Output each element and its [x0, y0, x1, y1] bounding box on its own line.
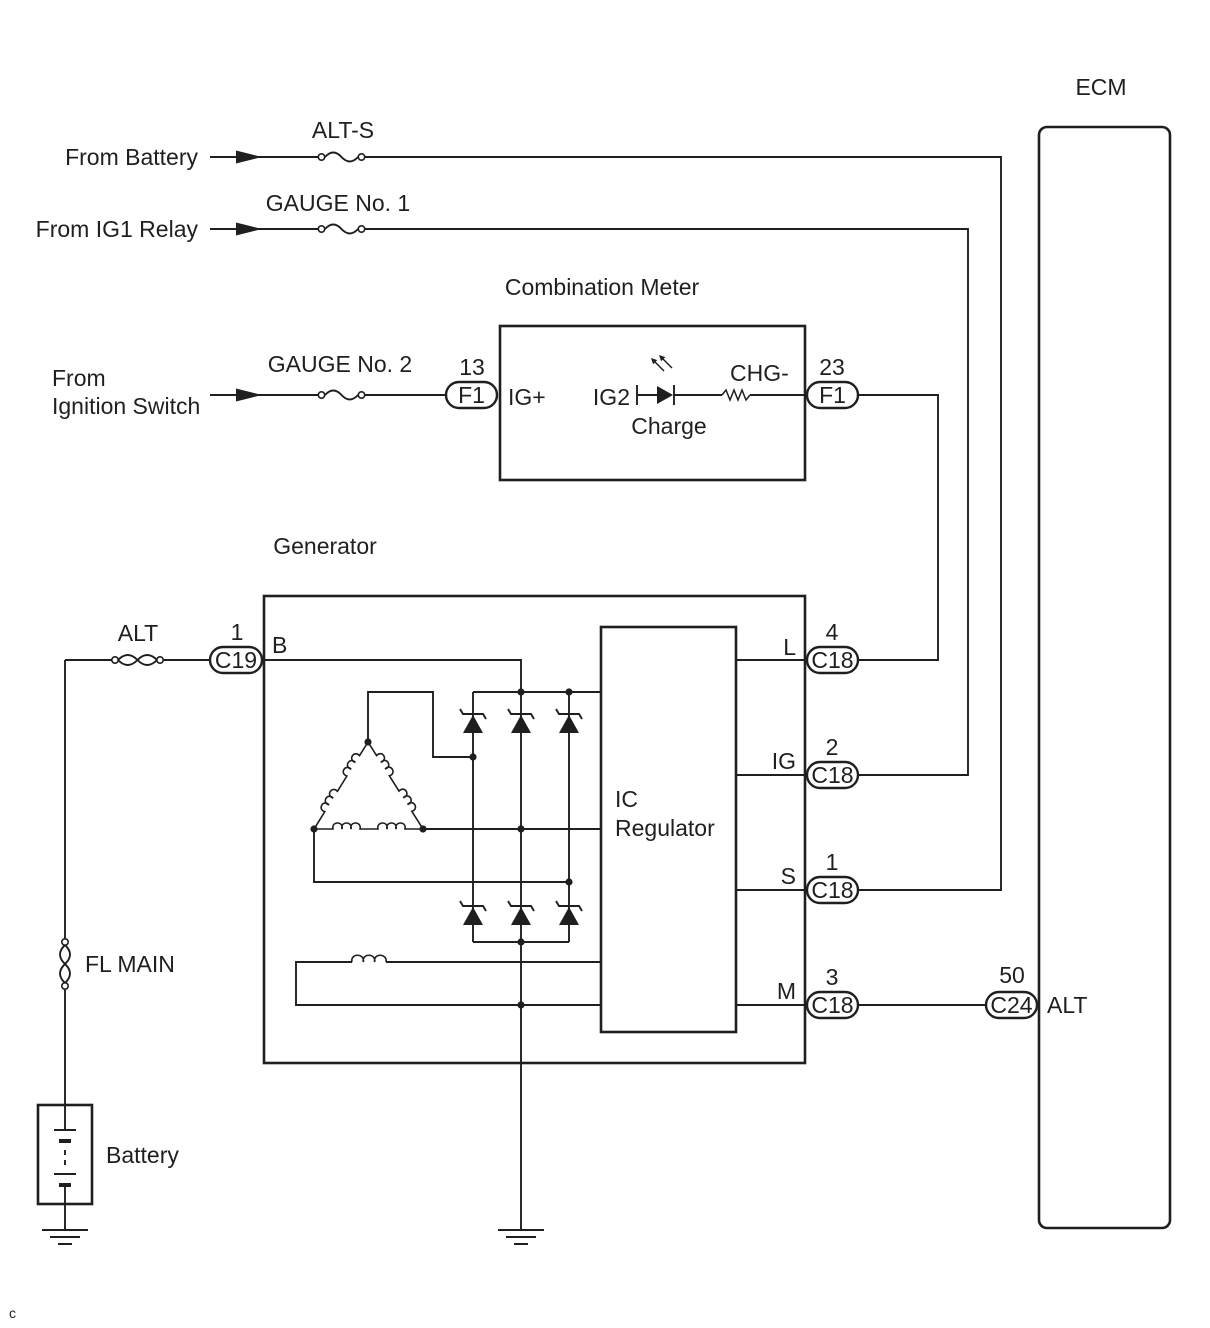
fuse-alt-s-label: ALT-S: [312, 117, 374, 143]
generator-l-pin-number: 4: [826, 619, 839, 645]
ic-regulator-label-line2: Regulator: [615, 815, 715, 841]
connector-c18-l-label: C18: [811, 647, 853, 673]
generator-b-pin-number: 1: [231, 619, 244, 645]
battery-icon: [36, 1103, 94, 1206]
charge-lamp-supply-label: IG2: [593, 384, 630, 410]
connector-c18-ig: [805, 760, 860, 790]
generator-m-terminal: M 3 C18: [736, 964, 986, 1020]
combination-meter: Combination Meter 13 F1 IG+ IG2 Charge: [444, 274, 939, 661]
stator-coil-icon: [313, 741, 424, 830]
ic-regulator-label-line1: IC: [615, 786, 638, 812]
connector-f1-right-label: F1: [819, 382, 846, 408]
ignition-switch-feed: From Ignition Switch GAUGE No. 2: [52, 351, 446, 419]
ecm-title: ECM: [1075, 74, 1126, 100]
fuse-icon: [317, 151, 366, 163]
generator-m-pin-name: M: [777, 978, 796, 1004]
wire-alt-s-to-s-terminal: [365, 156, 1002, 891]
connector-c18-ig-label: C18: [811, 762, 853, 788]
arrow-right-icon: [236, 222, 262, 236]
generator-s-terminal: S 1 C18: [736, 849, 860, 905]
arrow-right-icon: [236, 150, 262, 164]
rectifier-diode-icon: [555, 708, 583, 733]
generator-l-pin-name: L: [783, 634, 796, 660]
rectifier-diode-icon: [555, 900, 583, 925]
generator-internal-wiring: [262, 659, 601, 1230]
generator-title: Generator: [273, 533, 377, 559]
meter-ig-plus-pin-name: IG+: [508, 384, 546, 410]
led-icon: [651, 355, 675, 405]
charge-lamp-name: Charge: [631, 413, 706, 439]
generator-l-terminal: L 4 C18: [736, 619, 860, 675]
arrow-right-icon: [236, 388, 262, 402]
generator-ig-pin-number: 2: [826, 734, 839, 760]
fl-main-fuse-label: FL MAIN: [85, 951, 175, 977]
ecm-alt-terminal: 50 C24 ALT: [984, 962, 1087, 1020]
wire-chg-to-l-terminal: [858, 394, 939, 661]
generator-b-pin-name: B: [272, 632, 287, 658]
alt-fuse-label: ALT: [118, 620, 158, 646]
ecm-alt-pin-number: 50: [999, 962, 1025, 988]
meter-ig-plus-terminal: 13 F1 IG+: [444, 354, 546, 410]
charge-warning-lamp: IG2 Charge: [593, 355, 807, 439]
generator: Generator 1 C19 B IC Regulator: [208, 533, 986, 1245]
connector-c18-s: [805, 875, 860, 905]
meter-chg-pin-name: CHG-: [730, 360, 789, 386]
battery-label: Battery: [106, 1142, 179, 1168]
generator-s-pin-number: 1: [826, 849, 839, 875]
connector-c18-m-label: C18: [811, 992, 853, 1018]
connector-c18-l: [805, 645, 860, 675]
connector-c24-label: C24: [990, 992, 1032, 1018]
connector-c19-label: C19: [215, 647, 257, 673]
ground-icon: [42, 1229, 88, 1245]
resistor-icon: [721, 387, 751, 403]
fusible-link-icon: [59, 937, 71, 990]
battery-feed: From Battery ALT-S: [65, 117, 1002, 891]
generator-ig-pin-name: IG: [772, 748, 796, 774]
meter-chg-terminal: CHG- 23 F1: [730, 354, 860, 410]
rectifier-diode-icon: [459, 900, 487, 925]
fuse-icon: [317, 223, 366, 235]
ignition-feed-label-line1: From: [52, 365, 106, 391]
fuse-gauge-2-label: GAUGE No. 2: [268, 351, 412, 377]
fuse-gauge-1-label: GAUGE No. 1: [266, 190, 410, 216]
combination-meter-box: [498, 324, 807, 482]
ig1-relay-feed: From IG1 Relay GAUGE No. 1: [36, 190, 969, 776]
generator-s-pin-name: S: [781, 863, 796, 889]
battery-circuit: ALT FL MAIN Battery: [36, 620, 210, 1245]
generator-box: [262, 594, 807, 1065]
connector-f1-left-label: F1: [458, 382, 485, 408]
figure-code: c: [9, 1305, 16, 1321]
meter-chg-pin-number: 23: [819, 354, 845, 380]
ignition-feed-label-line2: Ignition Switch: [52, 393, 200, 419]
rectifier-diode-icon: [507, 900, 535, 925]
generator-b-terminal: 1 C19 B: [208, 619, 287, 675]
fuse-icon: [317, 389, 366, 401]
connector-f1-left: [444, 380, 499, 410]
battery-feed-label: From Battery: [65, 144, 198, 170]
wire-gauge-1-to-ig-terminal: [365, 228, 969, 776]
rotor-coil-icon: [351, 954, 387, 963]
ecm-box: [1037, 125, 1172, 1230]
junction-dots: [310, 688, 573, 1009]
rectifier-diode-icon: [507, 708, 535, 733]
ground-icon: [498, 1229, 544, 1245]
generator-ig-terminal: IG 2 C18: [736, 734, 860, 790]
ecm: ECM 50 C24 ALT: [984, 74, 1172, 1230]
generator-m-pin-number: 3: [826, 964, 839, 990]
combination-meter-title: Combination Meter: [505, 274, 700, 300]
connector-c18-s-label: C18: [811, 877, 853, 903]
fusible-link-icon: [111, 654, 165, 666]
ig1-relay-feed-label: From IG1 Relay: [36, 216, 199, 242]
meter-ig-plus-pin-number: 13: [459, 354, 485, 380]
ecm-alt-pin-name: ALT: [1047, 992, 1087, 1018]
rectifier-diode-icon: [459, 708, 487, 733]
